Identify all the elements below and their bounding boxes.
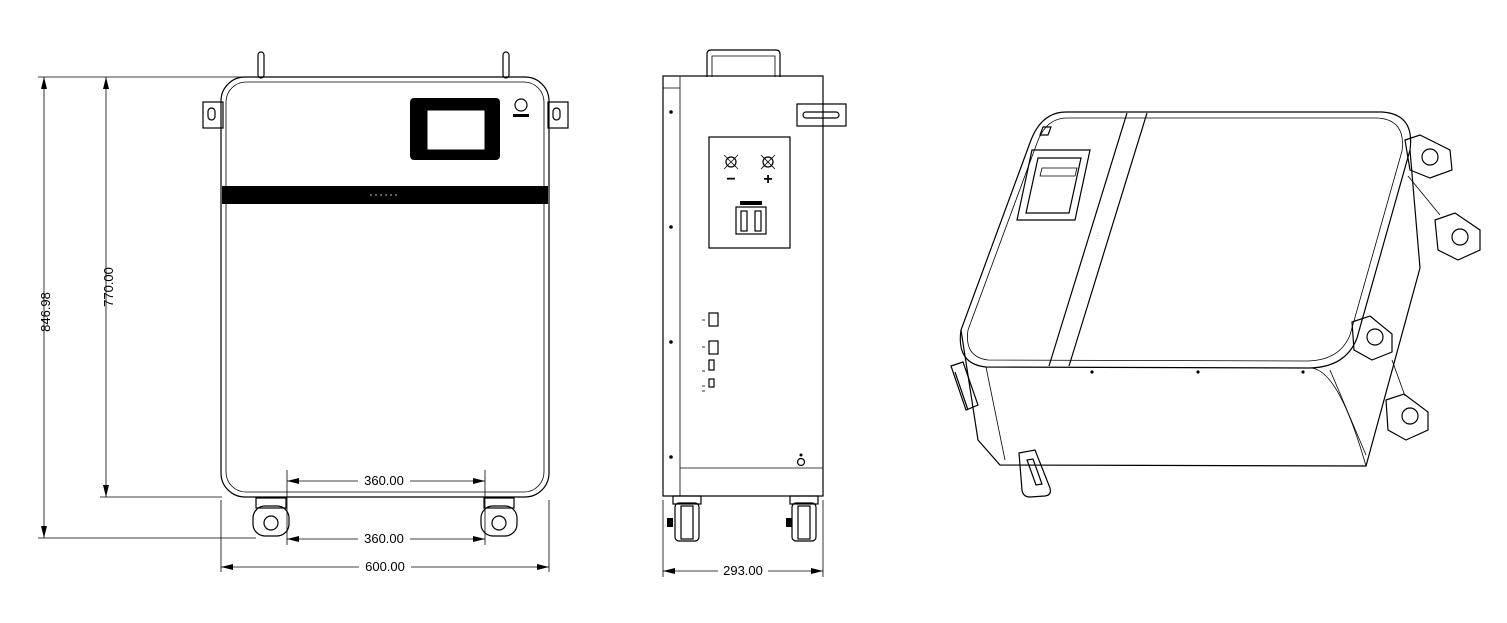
front-view: 846.98 770.00 360.00 360.00 [38, 51, 569, 574]
terminal-panel: − + [708, 136, 791, 249]
front-display-screen [410, 98, 500, 160]
iso-power-button-icon [1039, 126, 1052, 136]
side-screws [669, 110, 673, 459]
iso-front-face [959, 111, 1412, 369]
dim-wheel-spacing-upper: 360.00 [287, 472, 485, 488]
negative-terminal-label: − [726, 171, 735, 188]
breaker-switch [735, 201, 767, 235]
side-view: − + [662, 49, 847, 578]
dim-wheel-spacing-lower: 360.00 [287, 530, 485, 546]
iso-casters [1351, 134, 1481, 441]
power-button-icon [513, 98, 529, 117]
front-mounting-ears [202, 101, 569, 129]
positive-terminal-icon [760, 154, 776, 170]
front-wheels [252, 497, 518, 537]
front-extension-lines [38, 76, 550, 572]
positive-terminal-label: + [763, 171, 772, 188]
side-handle [706, 49, 781, 77]
dim-wheel-spacing-lower-label: 360.00 [364, 531, 404, 546]
iso-display-screen [1016, 149, 1091, 221]
negative-terminal-icon [723, 154, 739, 170]
dim-side-depth-label: 293.00 [723, 563, 763, 578]
dim-front-width-label: 600.00 [365, 559, 405, 574]
dim-body-height: 770.00 [101, 77, 116, 497]
dim-front-width: 600.00 [221, 558, 549, 574]
iso-side-face [960, 149, 1421, 467]
side-ports [702, 312, 719, 392]
isometric-view: · · · [950, 111, 1481, 498]
side-mounting-ear [796, 103, 847, 127]
ground-point-icon [796, 453, 806, 467]
front-body [220, 76, 550, 498]
iso-handle [950, 361, 979, 411]
front-antennas [257, 51, 510, 79]
side-wheels [667, 495, 819, 542]
dim-wheel-spacing-upper-label: 360.00 [364, 473, 404, 488]
dim-body-height-label: 770.00 [101, 267, 116, 307]
iso-screws [1090, 370, 1305, 374]
dim-total-height-label: 846.98 [38, 292, 53, 332]
dim-total-height: 846.98 [38, 77, 53, 538]
side-body [662, 75, 824, 497]
iso-mounting-ear [1018, 449, 1052, 498]
iso-black-band [1048, 112, 1148, 367]
svg-text:· · ·: · · · [1094, 231, 1102, 241]
dim-side-depth: 293.00 [663, 562, 823, 578]
